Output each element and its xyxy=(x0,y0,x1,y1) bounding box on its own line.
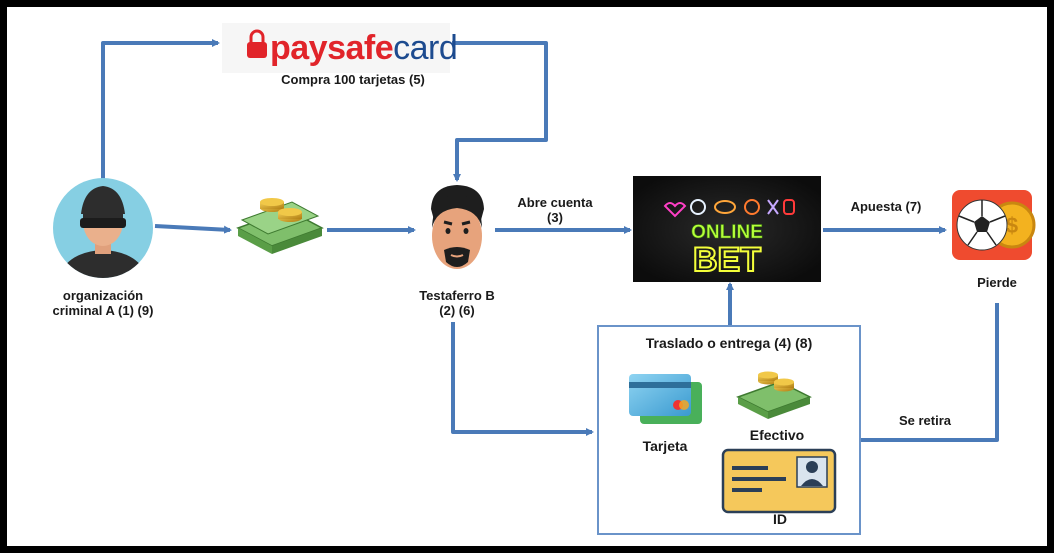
padlock-icon xyxy=(247,29,267,58)
man-face-icon xyxy=(431,185,484,269)
soccer-ball-coin-icon: $ xyxy=(952,190,1036,260)
cash-stack-icon xyxy=(236,198,324,254)
arrow-criminal-to-paysafe xyxy=(101,39,220,180)
logo-text-card: card xyxy=(393,29,458,67)
efectivo-label: Efectivo xyxy=(749,427,805,443)
apuesta-label: Apuesta (7) xyxy=(850,199,922,214)
testaferro-label-line1: Testaferro B xyxy=(419,288,495,303)
thief-avatar-icon xyxy=(53,178,153,278)
criminal-label-line2: criminal A (1) (9) xyxy=(52,303,154,318)
criminal-label: organización criminal A (1) (9) xyxy=(28,288,178,318)
svg-text:$: $ xyxy=(1006,213,1018,238)
criminal-label-line1: organización xyxy=(62,288,144,303)
arrow-paysafe-to-testaferro xyxy=(452,41,548,182)
arrow-pierde-to-traslado xyxy=(838,303,999,444)
pierde-label: Pierde xyxy=(977,275,1017,290)
arrow-criminal-to-cash xyxy=(154,224,232,234)
traslado-title: Traslado o entrega (4) (8) xyxy=(645,335,813,351)
testaferro-label-line2: (2) (6) xyxy=(439,303,475,318)
neon-bet-text: BET xyxy=(693,241,761,279)
abre-cuenta-line1: Abre cuenta xyxy=(517,195,593,210)
arrow-testaferro-to-traslado xyxy=(451,322,594,436)
arrows xyxy=(101,39,999,444)
paysafecard-logo: paysafecard xyxy=(270,28,458,68)
paysafe-caption: Compra 100 tarjetas (5) xyxy=(281,72,425,87)
online-bet-neon-sign xyxy=(633,176,821,282)
logo-text-paysafe: paysafe xyxy=(270,29,394,67)
neon-online-text: ONLINE xyxy=(691,222,763,243)
abre-cuenta-line2: (3) xyxy=(547,210,563,225)
tarjeta-label: Tarjeta xyxy=(642,438,688,454)
testaferro-label: Testaferro B (2) (6) xyxy=(392,288,522,318)
id-label: ID xyxy=(773,511,787,527)
credit-card-icon xyxy=(629,374,702,424)
id-card-icon xyxy=(721,448,837,514)
cash-small-icon xyxy=(736,371,812,419)
abre-cuenta-label: Abre cuenta (3) xyxy=(500,195,610,225)
se-retira-label: Se retira xyxy=(898,413,952,428)
